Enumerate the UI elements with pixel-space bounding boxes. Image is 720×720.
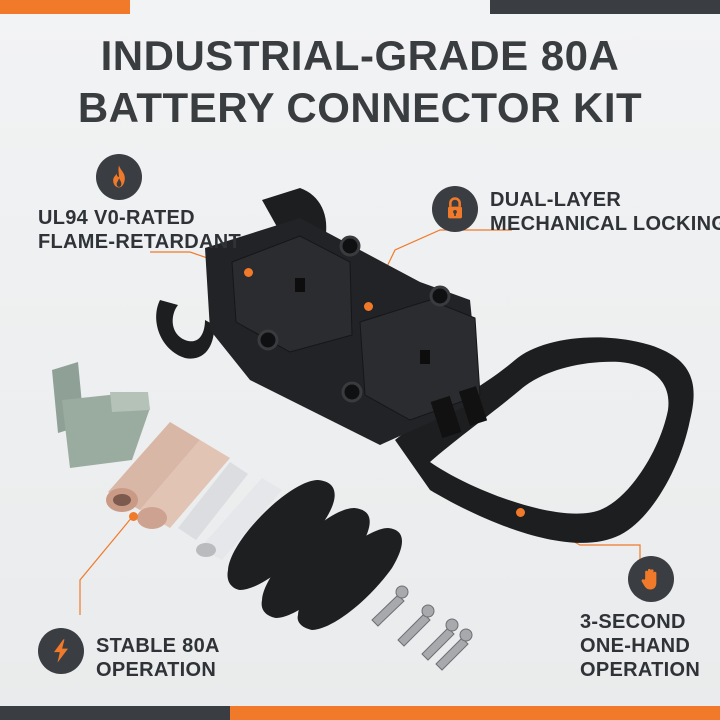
accent-bar-bottom-right	[230, 706, 720, 720]
page-title: INDUSTRIAL-GRADE 80A BATTERY CONNECTOR K…	[0, 30, 720, 134]
connector-face-left	[231, 235, 353, 353]
feature-stable-line-2: OPERATION	[96, 659, 217, 681]
callout-dot-flame	[244, 268, 253, 277]
accent-bar-bottom-left	[0, 706, 230, 720]
hand-badge	[628, 556, 674, 602]
hand-icon	[641, 568, 657, 590]
black-seals	[227, 480, 402, 630]
copper-contacts	[106, 422, 230, 529]
contact-opening-2	[458, 386, 488, 426]
connector-hook	[156, 300, 215, 359]
feature-lock-line-2: MECHANICAL LOCKING	[490, 213, 720, 235]
flame-icon	[113, 165, 125, 188]
callout-dot-stable	[129, 512, 138, 521]
mount-hole-2	[257, 329, 279, 351]
feature-flame-line-1: UL94 V0-RATED	[38, 207, 195, 229]
lock-icon	[448, 197, 462, 219]
leader-line-stable	[79, 515, 134, 615]
silver-contacts	[178, 462, 282, 560]
contact-opening-1	[430, 395, 462, 439]
lightning-badge	[38, 628, 84, 674]
feature-hand-line-1: 3-SECOND	[580, 611, 686, 633]
lightning-icon	[54, 639, 68, 663]
feature-stable-text: STABLE 80A OPERATION	[96, 634, 220, 682]
feature-hand-line-3: OPERATION	[580, 659, 701, 681]
feature-lock-line-1: DUAL-LAYER	[490, 189, 622, 211]
feature-lock-text: DUAL-LAYER MECHANICAL LOCKING	[490, 188, 720, 236]
title-line-2: BATTERY CONNECTOR KIT	[77, 84, 643, 131]
feature-stable-line-1: STABLE 80A	[96, 635, 220, 657]
feature-flame-line-2: FLAME-RETARDANT	[38, 231, 241, 253]
feature-flame-text: UL94 V0-RATED FLAME-RETARDANT	[38, 206, 241, 254]
contact-slot-left	[295, 278, 305, 292]
callout-dot-lock	[364, 302, 373, 311]
flame-badge	[96, 154, 142, 200]
feature-hand-line-2: ONE-HAND	[580, 635, 691, 657]
mounting-screws	[371, 585, 473, 671]
contact-slot-right	[420, 350, 430, 364]
feature-hand-text: 3-SECOND ONE-HAND OPERATION	[580, 610, 700, 682]
accent-bar-top-right	[490, 0, 720, 14]
connector-handle	[395, 337, 694, 543]
grey-dust-caps	[52, 362, 150, 468]
lock-badge	[432, 186, 478, 232]
callout-dot-hand	[516, 508, 525, 517]
accent-bar-top-left	[0, 0, 130, 14]
mount-hole-1	[339, 235, 361, 257]
mount-hole-3	[429, 285, 451, 307]
title-line-1: INDUSTRIAL-GRADE 80A	[100, 32, 620, 79]
mount-hole-4	[341, 381, 363, 403]
